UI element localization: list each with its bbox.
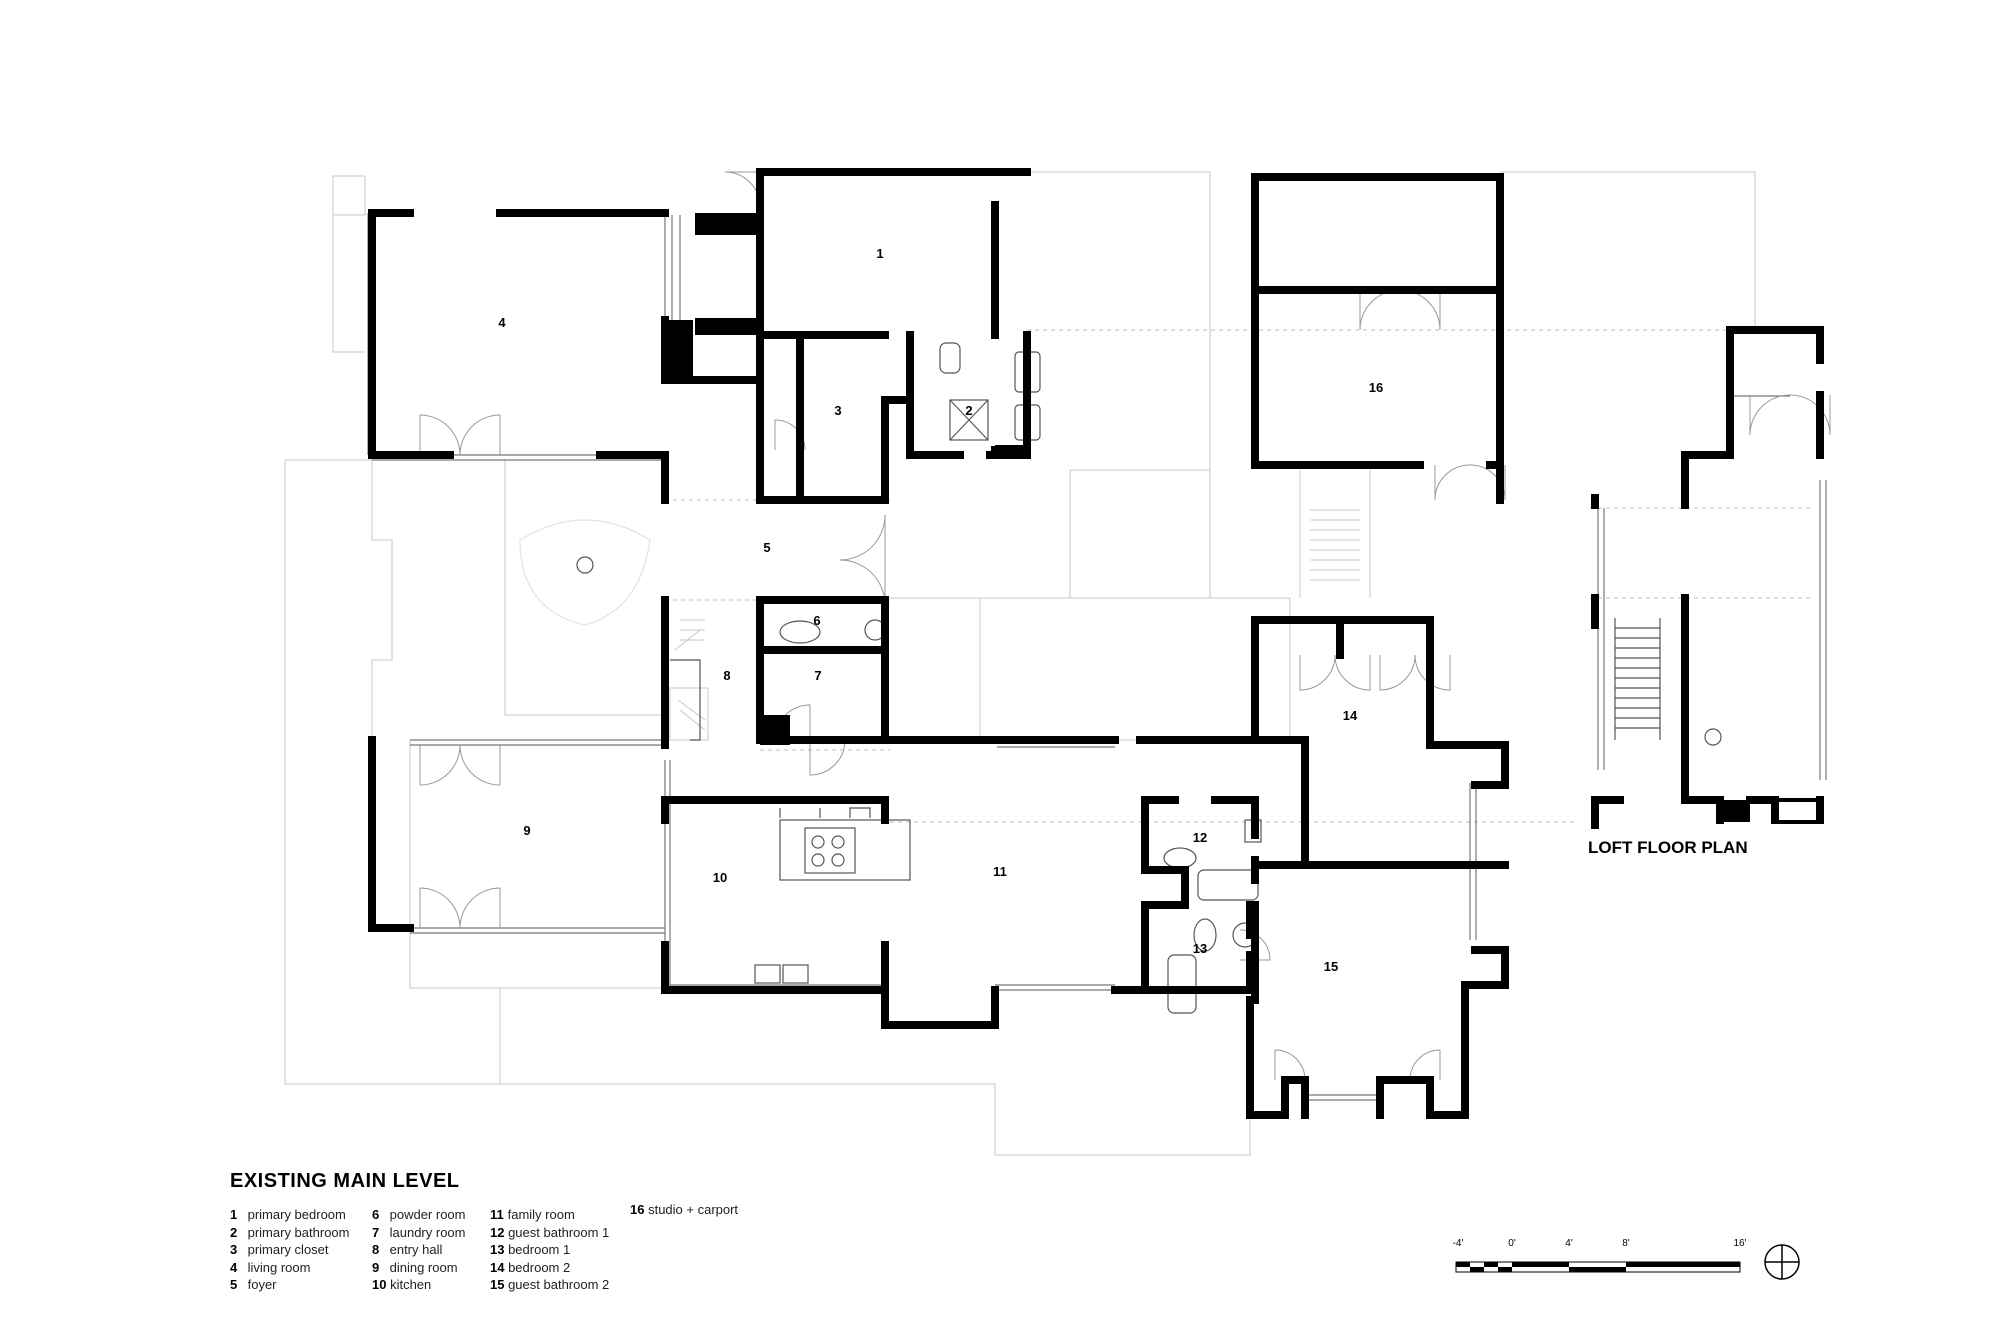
scale-label: 16' [1733, 1238, 1747, 1249]
legend-item-number: 5 [230, 1277, 238, 1292]
legend-item-number: 1 [230, 1207, 238, 1222]
legend-item-number: 15 [490, 1277, 505, 1292]
legend-item: 10 kitchen [372, 1276, 465, 1294]
legend-item-name: primary bathroom [244, 1224, 350, 1240]
legend-item: 8 entry hall [372, 1241, 465, 1259]
room-number-label: 8 [723, 668, 730, 683]
legend-item-name: dining room [386, 1259, 458, 1275]
legend-item: 16 studio + carport [630, 1201, 738, 1219]
legend-item: 6 powder room [372, 1206, 465, 1224]
legend-item-number: 8 [372, 1242, 380, 1257]
legend-item-name: primary bedroom [244, 1207, 346, 1222]
scale-label: 0' [1508, 1238, 1516, 1249]
legend-item-name: living room [244, 1259, 311, 1275]
legend-item-number: 11 [490, 1207, 504, 1222]
legend-item-number: 9 [372, 1259, 380, 1275]
legend-item-name: entry hall [386, 1242, 443, 1257]
legend-item: 12 guest bathroom 1 [490, 1224, 609, 1242]
legend-item-number: 14 [490, 1259, 505, 1275]
scale-bar-segment [1498, 1267, 1512, 1272]
scale-bar-outline [1455, 1261, 1741, 1273]
legend-item-number: 13 [490, 1242, 505, 1257]
room-number-label: 11 [993, 864, 1007, 879]
room-number-label: 5 [763, 540, 770, 555]
legend-item: 3 primary closet [230, 1241, 349, 1259]
legend-item: 1 primary bedroom [230, 1206, 349, 1224]
legend-item: 2 primary bathroom [230, 1224, 349, 1242]
scale-label: 8' [1622, 1238, 1630, 1249]
legend-item-number: 12 [490, 1224, 505, 1240]
legend-item: 5 foyer [230, 1276, 349, 1294]
room-number-label: 10 [713, 870, 727, 885]
north-arrow-icon [1764, 1244, 1800, 1280]
legend-item-number: 10 [372, 1277, 387, 1292]
legend-item-name: guest bathroom 1 [504, 1224, 610, 1240]
window-lines [367, 213, 1827, 1101]
room-number-label: 12 [1193, 830, 1207, 845]
room-number-label: 13 [1193, 941, 1207, 956]
legend-item-name: laundry room [386, 1224, 466, 1240]
room-number-label: 9 [523, 823, 530, 838]
fixtures [519, 342, 1722, 1014]
door-swings [419, 171, 1831, 1081]
walls [368, 168, 1824, 1119]
legend-item: 13 bedroom 1 [490, 1241, 609, 1259]
site-outline-lines [284, 171, 1756, 1156]
legend-item: 14 bedroom 2 [490, 1259, 609, 1277]
legend-item-number: 3 [230, 1242, 238, 1257]
plan-title: EXISTING MAIN LEVEL [230, 1170, 460, 1192]
legend-item-name: bedroom 1 [504, 1242, 571, 1257]
scale-bar-segment [1512, 1262, 1569, 1267]
legend-item: 7 laundry room [372, 1224, 465, 1242]
legend-item: 9 dining room [372, 1259, 465, 1277]
room-number-label: 15 [1324, 959, 1338, 974]
legend-item: 4 living room [230, 1259, 349, 1277]
legend-item-name: bedroom 2 [504, 1259, 571, 1275]
scale-bar-segment [1456, 1262, 1470, 1267]
legend-item-name: studio + carport [644, 1202, 739, 1217]
legend-item-number: 16 [630, 1202, 645, 1217]
legend-item-number: 4 [230, 1259, 238, 1275]
legend-item-name: guest bathroom 2 [504, 1277, 610, 1292]
legend-item: 11 family room [490, 1206, 609, 1224]
legend-item-number: 2 [230, 1224, 238, 1240]
room-number-label: 2 [965, 403, 972, 418]
scale-bar-segment [1470, 1267, 1484, 1272]
scale-label: 4' [1565, 1238, 1573, 1249]
legend-item-name: primary closet [244, 1242, 329, 1257]
room-number-label: 4 [498, 315, 506, 330]
room-number-label: 14 [1343, 708, 1358, 723]
room-number-label: 7 [814, 668, 821, 683]
room-number-label: 16 [1369, 380, 1383, 395]
scale-bar-segment [1484, 1262, 1498, 1267]
legend-item-number: 6 [372, 1207, 380, 1222]
legend-item: 15 guest bathroom 2 [490, 1276, 609, 1294]
room-number-label: 3 [834, 403, 841, 418]
legend-item-name: kitchen [386, 1277, 432, 1292]
legend-column: 16 studio + carport [630, 1201, 738, 1219]
solid-elements [665, 213, 1822, 824]
legend-item-number: 7 [372, 1224, 380, 1240]
legend-item-name: foyer [244, 1277, 277, 1292]
legend-item-name: powder room [386, 1207, 466, 1222]
scale-bar-segment [1569, 1267, 1626, 1272]
legend-item-name: family room [504, 1207, 575, 1222]
scale-label: -4' [1452, 1238, 1464, 1249]
loft-plan-title: LOFT FLOOR PLAN [1588, 838, 1748, 857]
scale-bar-segment [1626, 1262, 1740, 1267]
room-number-label: 6 [813, 613, 820, 628]
room-number-label: 1 [876, 246, 883, 261]
scale-bar [1455, 1261, 1741, 1273]
